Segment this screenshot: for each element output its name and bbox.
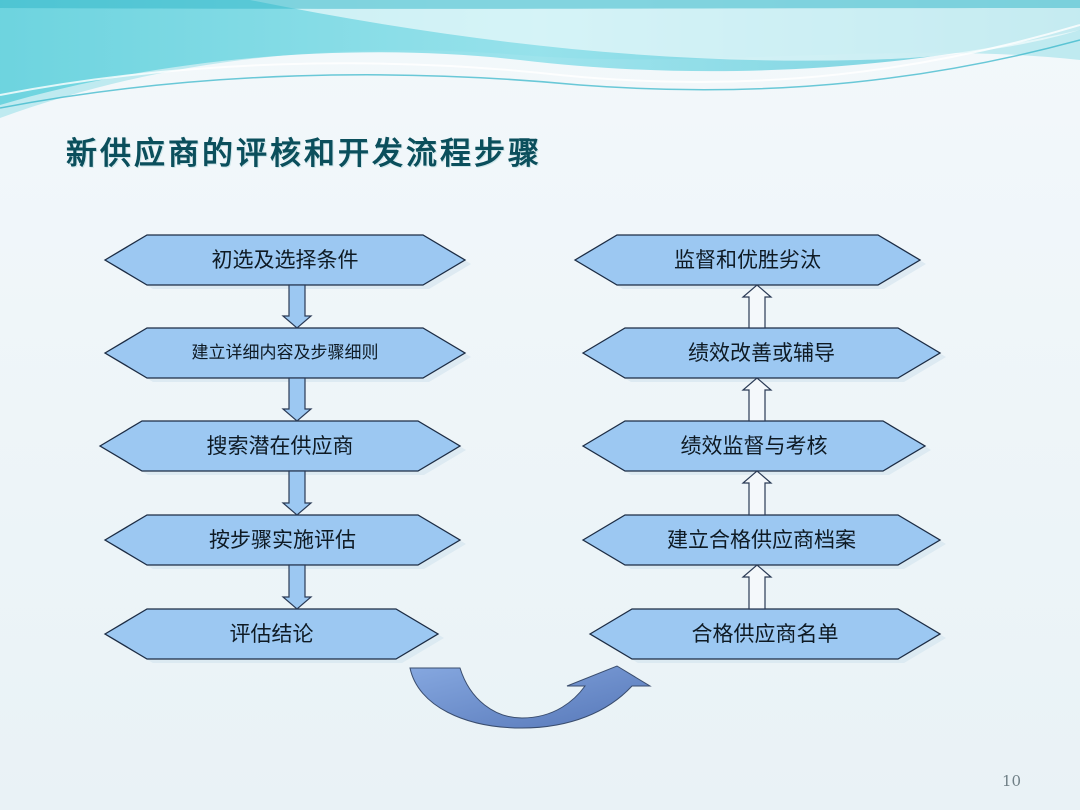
left-step-label: 初选及选择条件 (211, 248, 359, 272)
up-arrow (741, 284, 773, 329)
left-step-label: 建立详细内容及步骤细则 (191, 343, 379, 363)
u-turn-arrow (409, 665, 652, 729)
left-step-node (103, 608, 440, 660)
right-step-label: 绩效改善或辅导 (688, 341, 835, 365)
left-step-label: 评估结论 (229, 622, 314, 646)
right-step-node (588, 608, 942, 660)
down-arrow (281, 470, 313, 516)
up-arrow (741, 470, 773, 516)
left-step-node (98, 420, 462, 472)
right-step-node (581, 514, 942, 566)
right-step-label: 建立合格供应商档案 (667, 528, 856, 552)
left-process-column (98, 234, 471, 663)
right-step-node (573, 234, 922, 286)
right-step-node (581, 420, 927, 472)
down-arrow (281, 564, 313, 610)
left-step-node (103, 327, 467, 379)
up-arrow (741, 564, 773, 610)
left-step-label: 按步骤实施评估 (209, 528, 356, 552)
right-step-label: 合格供应商名单 (691, 622, 839, 646)
page-number: 10 (1002, 772, 1022, 790)
down-arrow (281, 377, 313, 422)
right-step-node (581, 327, 942, 379)
slide-title: 新供应商的评核和开发流程步骤 (66, 136, 542, 172)
right-step-label: 绩效监督与考核 (680, 434, 828, 458)
header-wave-decoration (0, 0, 1080, 118)
right-process-column (573, 234, 946, 663)
left-step-label: 搜索潜在供应商 (206, 434, 354, 458)
down-arrow (281, 284, 313, 329)
up-arrow (741, 377, 773, 422)
left-step-node (103, 514, 462, 566)
right-step-label: 监督和优胜劣汰 (674, 248, 821, 272)
left-step-node (103, 234, 467, 286)
